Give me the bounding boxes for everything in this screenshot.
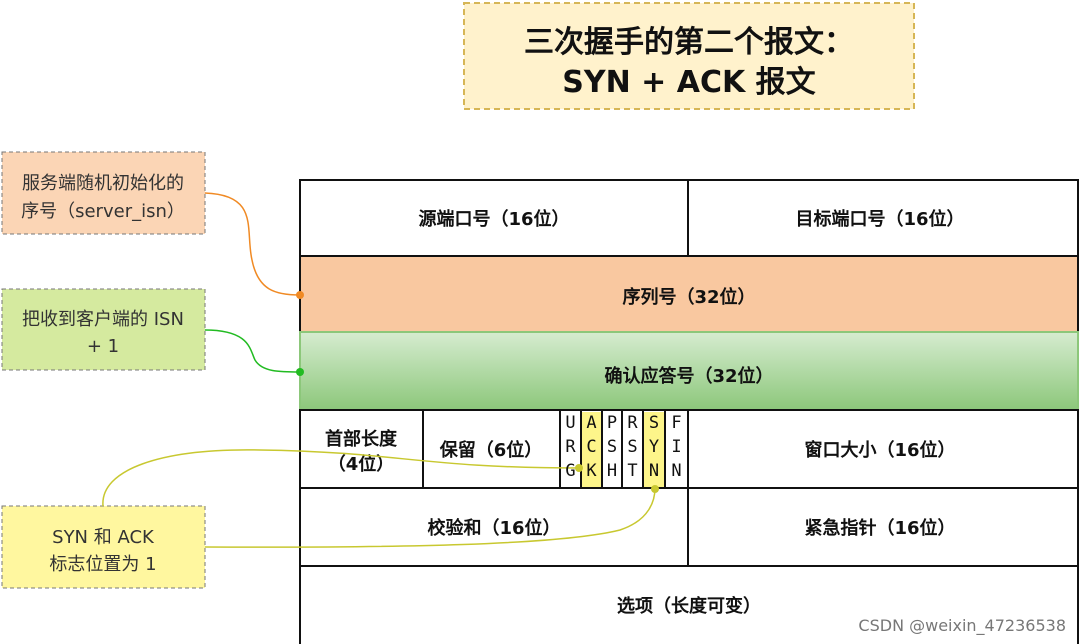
connector-server-isn: [204, 192, 301, 296]
reserved: 保留（6位）: [439, 439, 543, 461]
connector-ack: [102, 449, 582, 507]
note-client-isn: [1, 288, 206, 371]
options: 选项（长度可变）: [617, 595, 761, 617]
flag-letter: R: [627, 413, 638, 433]
connector-client-isn: [204, 329, 301, 373]
title-line1: 三次握手的第二个报文：: [524, 25, 854, 60]
flag-letter: S: [627, 437, 637, 457]
flag-letter: T: [627, 461, 637, 481]
flag-letter: C: [586, 437, 596, 457]
flag-letter: N: [671, 461, 681, 481]
sequence-number: 序列号（32位）: [622, 286, 755, 308]
flag-letter: S: [607, 437, 617, 457]
note-flags-line1: SYN 和 ACK: [52, 527, 155, 548]
note-flags-line2: 标志位置为 1: [49, 554, 156, 575]
flag-letter: G: [565, 461, 575, 481]
dest-port: 目标端口号（16位）: [795, 208, 964, 230]
client-isn-dot: [296, 368, 304, 376]
syn-dot: [651, 485, 659, 493]
connector-syn: [204, 487, 656, 548]
header-length-bits: （4位）: [328, 453, 395, 475]
row-ack: [299, 331, 1079, 411]
flag-letter: P: [607, 413, 617, 433]
note-server-isn-line1: 服务端随机初始化的: [22, 173, 184, 194]
flag-letter: U: [565, 413, 575, 433]
flag-letter: N: [649, 461, 659, 481]
flag-letter: H: [607, 461, 617, 481]
window-size: 窗口大小（16位）: [804, 439, 955, 461]
note-server-isn: [1, 151, 206, 235]
ack-number: 确认应答号（32位）: [604, 365, 773, 387]
title-box: 三次握手的第二个报文： SYN + ACK 报文: [463, 2, 915, 110]
flag-letter: I: [671, 437, 681, 457]
flag-letter: K: [586, 461, 597, 481]
flag-letter: Y: [649, 437, 659, 457]
flag-letter: S: [649, 413, 659, 433]
source-port: 源端口号（16位）: [418, 208, 569, 230]
note-client-isn-line1: 把收到客户端的 ISN: [22, 309, 184, 330]
title-line2: SYN + ACK 报文: [562, 65, 815, 100]
watermark: CSDN @weixin_47236538: [858, 616, 1066, 636]
server-isn-dot: [296, 291, 304, 299]
ack-dot: [575, 464, 583, 472]
note-server-isn-line2: 序号（server_isn）: [21, 201, 185, 222]
flag-letter: R: [565, 437, 576, 457]
urgent-pointer: 紧急指针（16位）: [804, 517, 955, 539]
note-client-isn-line2: + 1: [87, 336, 119, 357]
header-length: 首部长度: [325, 428, 398, 450]
flag-letter: A: [586, 413, 596, 433]
checksum: 校验和（16位）: [427, 517, 560, 539]
note-flags: [1, 505, 206, 589]
flag-letter: F: [671, 413, 681, 433]
row-options: [299, 565, 1079, 644]
